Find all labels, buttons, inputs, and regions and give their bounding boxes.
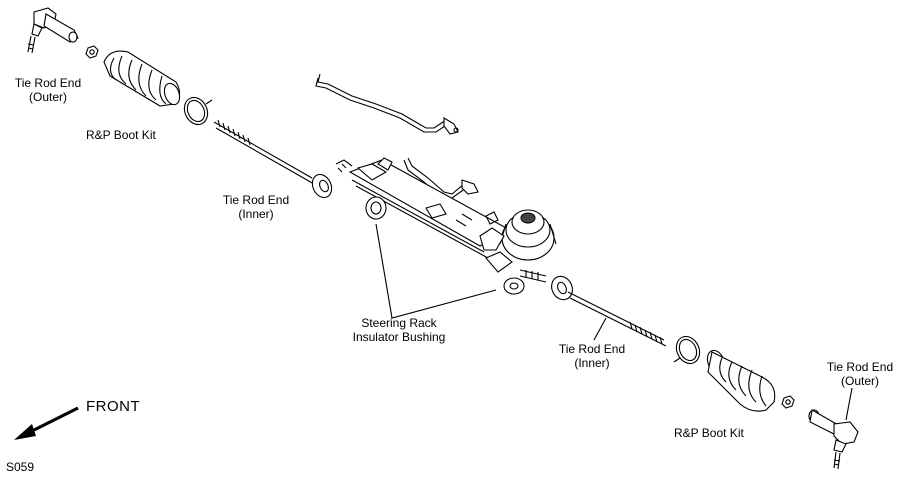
nut-left [85,45,99,59]
label-steering-rack-insulator-bushing: Steering Rack Insulator Bushing [352,316,446,344]
tie-rod-inner-right-part [551,275,667,347]
label-tie-rod-end-inner-right: Tie Rod End (Inner) [558,342,626,370]
leader-inner-right [593,317,607,341]
figure-code: S059 [6,460,35,474]
hydraulic-line-upper [315,73,459,135]
bushing-leader-lines [375,223,497,319]
clamp-left [183,96,213,126]
tie-rod-inner-left-part [213,119,333,199]
leader-outer-right [845,387,853,421]
front-arrow-icon [14,406,79,440]
label-tie-rod-end-outer-left: Tie Rod End (Outer) [14,76,82,104]
rp-boot-left-part [103,50,181,107]
label-rp-boot-kit-left: R&P Boot Kit [86,128,156,142]
tie-rod-end-outer-left-part [27,7,79,54]
clamp-right [673,335,701,365]
tie-rod-end-outer-right-part [808,409,859,470]
pinion-valve-part [479,209,557,295]
nut-right [781,395,795,409]
rp-boot-right-part [706,349,776,412]
front-indicator-label: FRONT [86,398,141,415]
label-tie-rod-end-inner-left: Tie Rod End (Inner) [222,193,290,221]
label-tie-rod-end-outer-right: Tie Rod End (Outer) [826,360,894,388]
label-rp-boot-kit-right: R&P Boot Kit [674,426,744,440]
